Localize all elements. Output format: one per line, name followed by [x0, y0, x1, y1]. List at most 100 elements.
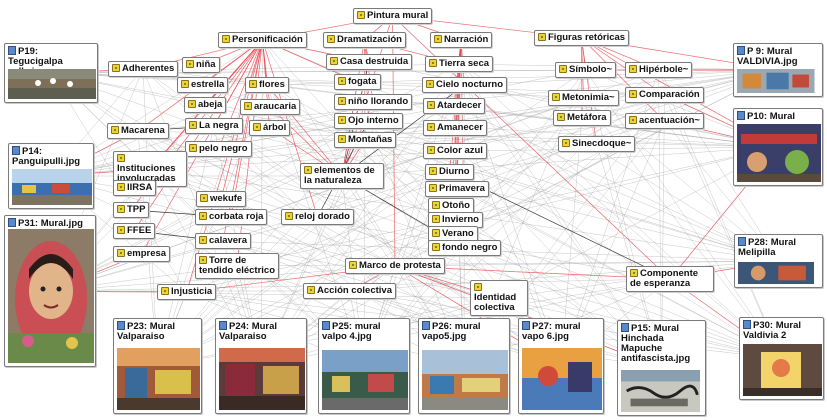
code-verano[interactable]: Verano — [428, 226, 478, 242]
doc-p10[interactable]: P10: Mural — [733, 108, 823, 186]
edge — [394, 265, 782, 359]
doc-p23[interactable]: P23: Mural Valparaiso — [113, 318, 202, 414]
image-document-icon — [219, 321, 227, 330]
code-primavera[interactable]: Primavera — [425, 181, 489, 197]
code-icon — [199, 236, 207, 244]
code-nino-llorando[interactable]: niño llorando — [334, 94, 413, 110]
code-macarena[interactable]: Macarena — [107, 123, 169, 139]
code-araucaria[interactable]: araucaria — [240, 99, 301, 115]
code-montanas[interactable]: Montañas — [334, 132, 397, 148]
code-icon — [199, 256, 207, 264]
code-flores[interactable]: flores — [245, 77, 289, 93]
code-label: elementos de la naturaleza — [304, 165, 375, 186]
code-icon — [285, 212, 293, 220]
code-hiperbole[interactable]: Hipérbole~ — [625, 62, 693, 78]
code-label: Hipérbole~ — [639, 64, 689, 75]
code-narracion[interactable]: Narración — [430, 32, 493, 48]
code-fondo-negro[interactable]: fondo negro — [428, 240, 502, 256]
code-figuras-retoricas[interactable]: Figuras retóricas — [534, 30, 630, 46]
mural-thumbnail — [117, 348, 200, 410]
edge — [260, 97, 584, 367]
code-pelo-negro[interactable]: pelo negro — [185, 141, 252, 157]
doc-p30[interactable]: P30: Mural Valdivia 2 — [739, 317, 824, 400]
code-empresa[interactable]: empresa — [113, 246, 171, 262]
image-document-icon — [522, 321, 530, 330]
code-icon — [434, 35, 442, 43]
code-icon — [552, 93, 560, 101]
code-nina[interactable]: niña — [182, 57, 220, 73]
edge — [213, 125, 779, 262]
doc-p28[interactable]: P28: Mural Melipilla — [734, 234, 823, 288]
code-diurno[interactable]: Diurno — [425, 164, 474, 180]
doc-p27[interactable]: P27: mural vapo 6.jpg — [518, 318, 604, 414]
code-label: Otoño — [442, 200, 470, 211]
doc-p19[interactable]: P19: Tegucigalpa calle.jpg — [4, 43, 98, 103]
mural-thumbnail — [8, 69, 96, 99]
edge — [157, 105, 455, 367]
edge — [149, 69, 779, 170]
code-label: Tierra seca — [439, 58, 490, 69]
code-amanecer[interactable]: Amanecer — [423, 120, 487, 136]
code-torre[interactable]: Torre de tendido eléctrico — [195, 253, 279, 279]
code-label: abeja — [198, 99, 223, 110]
code-ojo-interno[interactable]: Ojo interno — [334, 113, 403, 129]
doc-title: P30: Mural Valdivia 2 — [743, 320, 802, 341]
code-color-azul[interactable]: Color azul — [423, 143, 487, 159]
code-label: Figuras retóricas — [548, 32, 626, 43]
code-atardecer[interactable]: Atardecer — [423, 98, 486, 114]
code-arbol[interactable]: árbol — [249, 120, 291, 136]
code-cielo-nocturno[interactable]: Cielo nocturno — [422, 77, 508, 93]
code-casa-destruida[interactable]: Casa destruida — [326, 54, 413, 70]
edge — [458, 63, 782, 359]
code-label: Símbolo~ — [569, 64, 613, 75]
code-sinecdoque[interactable]: Sinecdoque~ — [558, 136, 636, 152]
code-pintura-mural[interactable]: Pintura mural — [353, 8, 433, 24]
code-simbolo[interactable]: Símbolo~ — [555, 62, 617, 78]
code-label: Adherentes — [122, 63, 175, 74]
code-label: reloj dorado — [295, 211, 350, 222]
code-estrella[interactable]: estrella — [177, 77, 229, 93]
code-label: corbata roja — [209, 211, 264, 222]
edge — [585, 69, 782, 359]
doc-p26[interactable]: P26: mural vapo5.jpg — [418, 318, 510, 414]
code-marco-protesta[interactable]: Marco de protesta — [345, 258, 445, 274]
code-metonimia[interactable]: Metonimia~ — [548, 90, 619, 106]
code-tpp[interactable]: TPP — [113, 202, 150, 218]
doc-p31[interactable]: P31: Mural.jpg — [4, 215, 96, 367]
code-dramatizacion[interactable]: Dramatización — [323, 32, 406, 48]
code-metafora[interactable]: Metáfora — [553, 110, 611, 126]
image-document-icon — [743, 320, 751, 329]
code-reloj-dorado[interactable]: reloj dorado — [281, 209, 354, 225]
code-adherentes[interactable]: Adherentes — [108, 61, 179, 77]
code-calavera[interactable]: calavera — [195, 233, 252, 249]
doc-p24[interactable]: P24: Mural Valparaiso — [215, 318, 307, 414]
code-icon — [112, 64, 120, 72]
doc-p25[interactable]: P25: mural valpo 4.jpg — [318, 318, 410, 414]
edge — [341, 175, 782, 359]
code-identidad-colectiva[interactable]: Identidad colectiva — [470, 280, 528, 316]
code-personificacion[interactable]: Personificación — [218, 32, 307, 48]
code-label: Torre de tendido eléctrico — [199, 255, 276, 276]
code-la-negra[interactable]: La negra — [185, 118, 243, 134]
doc-p14[interactable]: P14: Panguipulli.jpg — [8, 143, 94, 209]
code-fogata[interactable]: fogata — [334, 74, 381, 90]
code-accion-colectiva[interactable]: Acción colectiva — [303, 283, 396, 299]
code-tierra-seca[interactable]: Tierra seca — [425, 56, 494, 72]
code-label: La negra — [199, 120, 239, 131]
code-comparacion[interactable]: Comparación — [625, 87, 704, 103]
mural-thumbnail — [743, 344, 822, 396]
edge — [262, 39, 465, 367]
code-componente-esperanza[interactable]: Componente de esperanza — [626, 266, 714, 292]
code-corbata-roja[interactable]: corbata roja — [195, 209, 268, 225]
code-acentuacion[interactable]: acentuación~ — [625, 113, 704, 129]
code-ffee[interactable]: FFEE — [113, 223, 156, 239]
code-label: acentuación~ — [639, 115, 700, 126]
code-abeja[interactable]: abeja — [184, 97, 227, 113]
code-wekufe[interactable]: wekufe — [196, 191, 247, 207]
doc-p15[interactable]: P15: Mural Hinchada Mapuche antifascista… — [617, 320, 706, 416]
edge — [458, 63, 662, 369]
code-injusticia[interactable]: Injusticia — [157, 284, 217, 300]
code-iirsa[interactable]: IIRSA — [113, 180, 157, 196]
code-elementos-naturaleza[interactable]: elementos de la naturaleza — [300, 163, 384, 189]
doc-p9[interactable]: P 9: Mural VALDIVIA.jpg — [733, 43, 823, 97]
